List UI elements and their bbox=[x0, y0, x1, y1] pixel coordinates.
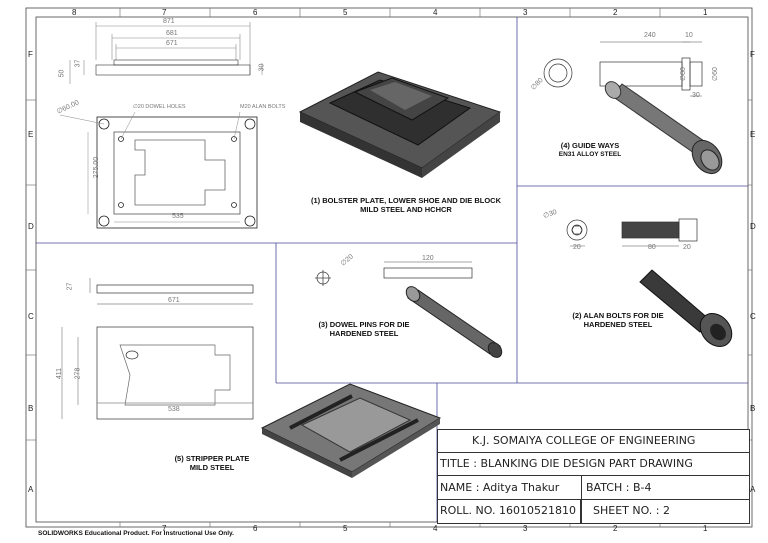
alan-bolt-drawing bbox=[566, 218, 698, 247]
zone-row-label: A bbox=[28, 485, 34, 494]
dim-label: 27 bbox=[66, 282, 74, 291]
zone-col-label: 2 bbox=[613, 8, 618, 17]
zone-row-label: F bbox=[750, 50, 755, 59]
college-name: K.J. SOMAIYA COLLEGE OF ENGINEERING bbox=[472, 434, 696, 447]
solidworks-watermark: SOLIDWORKS Educational Product. For Inst… bbox=[38, 530, 234, 537]
bolster-plan-view bbox=[59, 111, 258, 229]
dim-label: 681 bbox=[166, 30, 178, 37]
dim-label: 275.00 bbox=[93, 156, 101, 179]
zone-col-label: 6 bbox=[253, 8, 258, 17]
dim-label: 240 bbox=[644, 32, 656, 39]
zone-row-label: D bbox=[750, 222, 756, 231]
caption-line: EN31 ALLOY STEEL bbox=[558, 151, 622, 158]
guide-ways-caption: (4) GUIDE WAYS EN31 ALLOY STEEL bbox=[540, 141, 640, 159]
dim-label: 538 bbox=[168, 406, 180, 413]
sheet-number: SHEET NO. : 2 bbox=[593, 504, 671, 517]
dim-label: 37 bbox=[74, 59, 82, 68]
zone-col-label: 5 bbox=[343, 524, 348, 533]
stripper-plate-caption: (5) STRIPPER PLATE MILD STEEL bbox=[162, 454, 262, 472]
zone-col-label: 6 bbox=[253, 524, 258, 533]
outer-border bbox=[25, 7, 753, 528]
dim-label: 10 bbox=[685, 32, 693, 39]
drawing-title: TITLE : BLANKING DIE DESIGN PART DRAWING bbox=[440, 457, 693, 470]
dim-label: 50 bbox=[58, 69, 66, 78]
dowel-pin-3d bbox=[405, 286, 503, 358]
bolster-front-view bbox=[69, 22, 263, 84]
dim-label: ∅80 bbox=[679, 67, 687, 81]
caption-line: (5) STRIPPER PLATE bbox=[174, 454, 250, 463]
caption-line: (4) GUIDE WAYS bbox=[560, 141, 620, 150]
stripper-plate-drawing bbox=[61, 278, 254, 420]
alan-bolt-3d bbox=[639, 269, 733, 347]
zone-row-label: F bbox=[28, 50, 33, 59]
alan-bolt-caption: (2) ALAN BOLTS FOR DIE HARDENED STEEL bbox=[558, 311, 678, 329]
dim-label: 535 bbox=[172, 213, 184, 220]
zone-col-label: 1 bbox=[703, 8, 708, 17]
zone-col-label: 3 bbox=[523, 524, 528, 533]
bolster-caption: (1) BOLSTER PLATE, LOWER SHOE AND DIE BL… bbox=[297, 196, 515, 214]
dim-label: M20 ALAN BOLTS bbox=[240, 104, 286, 110]
student-name: NAME : Aditya Thakur bbox=[440, 481, 560, 494]
caption-line: (2) ALAN BOLTS FOR DIE bbox=[572, 311, 664, 320]
dim-label: 278 bbox=[74, 367, 82, 380]
zone-col-label: 5 bbox=[343, 8, 348, 17]
zone-row-label: A bbox=[750, 485, 756, 494]
dowel-pin-caption: (3) DOWEL PINS FOR DIE HARDENED STEEL bbox=[308, 320, 420, 338]
batch-field: BATCH : B-4 bbox=[586, 481, 652, 494]
zone-col-label: 2 bbox=[613, 524, 618, 533]
dim-label: 120 bbox=[422, 255, 434, 262]
guide-ways-drawing bbox=[543, 41, 703, 97]
roll-number: ROLL. NO. 16010521810 bbox=[440, 504, 576, 517]
dim-label: 671 bbox=[168, 297, 180, 304]
zone-col-label: 7 bbox=[162, 524, 167, 533]
zone-row-label: B bbox=[28, 404, 34, 413]
zone-row-label: E bbox=[28, 130, 34, 139]
caption-line: MILD STEEL AND HCHCR bbox=[360, 205, 452, 214]
caption-line: MILD STEEL bbox=[189, 463, 235, 472]
zone-col-label: 3 bbox=[523, 8, 528, 17]
zone-col-label: 4 bbox=[433, 8, 438, 17]
dim-label: 30 bbox=[258, 63, 266, 72]
dim-label: 30 bbox=[692, 92, 700, 99]
zone-col-label: 1 bbox=[703, 524, 708, 533]
zone-row-label: C bbox=[750, 312, 756, 321]
panel-dividers bbox=[36, 17, 748, 522]
dim-label: 80 bbox=[648, 244, 656, 251]
stripper-plate-3d bbox=[260, 383, 442, 478]
dim-label: 411 bbox=[56, 367, 64, 380]
dim-label: ∅20 DOWEL HOLES bbox=[133, 104, 186, 110]
caption-line: (3) DOWEL PINS FOR DIE bbox=[318, 320, 410, 329]
dim-label: 871 bbox=[163, 18, 175, 25]
zone-col-label: 8 bbox=[72, 8, 77, 17]
zone-row-label: D bbox=[28, 222, 34, 231]
caption-line: HARDENED STEEL bbox=[329, 329, 399, 338]
zone-col-label: 4 bbox=[433, 524, 438, 533]
inner-border bbox=[35, 16, 749, 523]
guide-ways-3d bbox=[604, 81, 723, 175]
zone-row-label: B bbox=[750, 404, 756, 413]
zone-row-label: C bbox=[28, 312, 34, 321]
dim-label: 671 bbox=[166, 40, 178, 47]
dim-label: ∅60 bbox=[711, 67, 719, 81]
dowel-pin-drawing bbox=[315, 261, 473, 286]
caption-line: HARDENED STEEL bbox=[583, 320, 653, 329]
caption-line: (1) BOLSTER PLATE, LOWER SHOE AND DIE BL… bbox=[310, 196, 501, 205]
zone-row-label: E bbox=[750, 130, 756, 139]
title-block: K.J. SOMAIYA COLLEGE OF ENGINEERING TITL… bbox=[437, 429, 750, 524]
dim-label: 20 bbox=[573, 244, 581, 251]
zone-col-label: 7 bbox=[162, 8, 167, 17]
dim-label: 20 bbox=[683, 244, 691, 251]
bolster-3d-model bbox=[298, 71, 502, 178]
